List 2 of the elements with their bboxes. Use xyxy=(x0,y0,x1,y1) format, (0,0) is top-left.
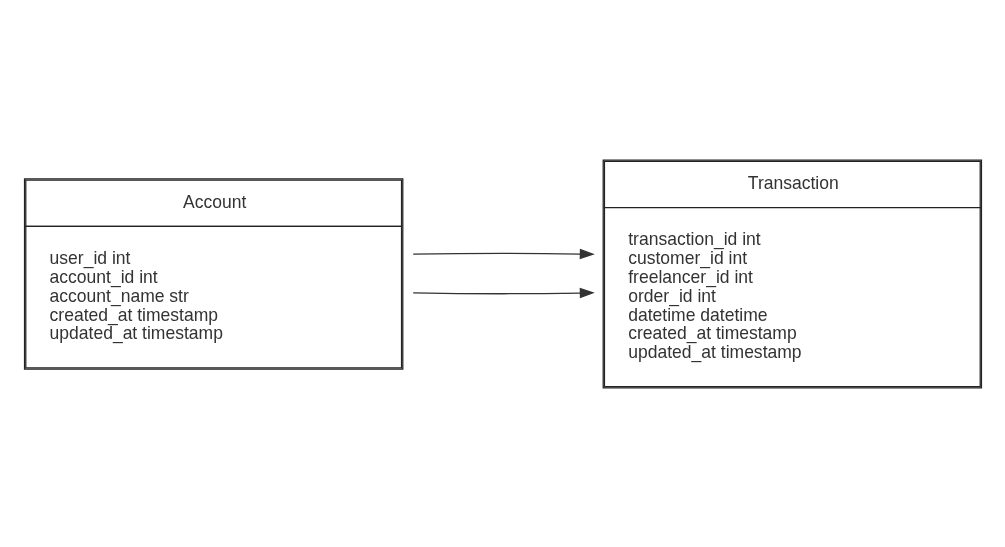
arrow xyxy=(412,287,595,298)
arrow xyxy=(412,248,595,259)
